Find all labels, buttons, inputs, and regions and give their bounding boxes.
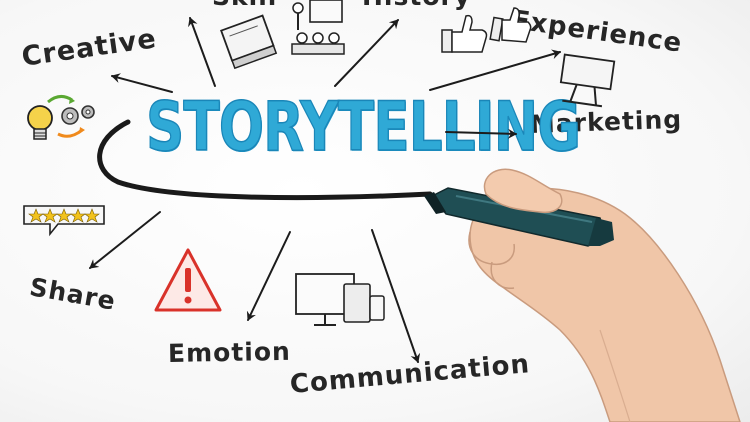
presentation-audience-icon <box>291 0 345 55</box>
arrow-to-top-left <box>188 17 216 87</box>
thumbs-up-icon <box>441 7 532 53</box>
arrow-to-share <box>89 211 161 269</box>
rating-stars-icon <box>23 205 105 237</box>
rating-star <box>28 208 44 223</box>
arrow-to-creative <box>111 73 173 93</box>
arrow-to-marketing <box>445 128 517 139</box>
hand-with-marker <box>424 168 741 422</box>
rating-star <box>70 208 86 223</box>
lightbulb-gears-icon <box>27 95 95 140</box>
underline-swoosh <box>97 119 433 201</box>
rating-star <box>42 208 58 223</box>
rating-star <box>84 208 100 223</box>
devices-icon <box>295 273 385 326</box>
arrow-to-experience <box>429 49 561 91</box>
headline-storytelling: STORYTELLING <box>145 87 581 168</box>
arrow-to-communication <box>371 229 421 363</box>
book-icon <box>220 14 278 70</box>
warning-triangle-icon <box>154 248 222 312</box>
keyword-top-left-cropped: Skill <box>212 0 277 11</box>
rating-star <box>56 208 72 223</box>
arrows <box>89 17 561 363</box>
arrow-to-emotion <box>246 231 291 321</box>
keyword-top-middle-cropped: History <box>362 0 471 11</box>
arrow-to-top-middle <box>334 19 399 87</box>
billboard-icon <box>559 53 616 108</box>
